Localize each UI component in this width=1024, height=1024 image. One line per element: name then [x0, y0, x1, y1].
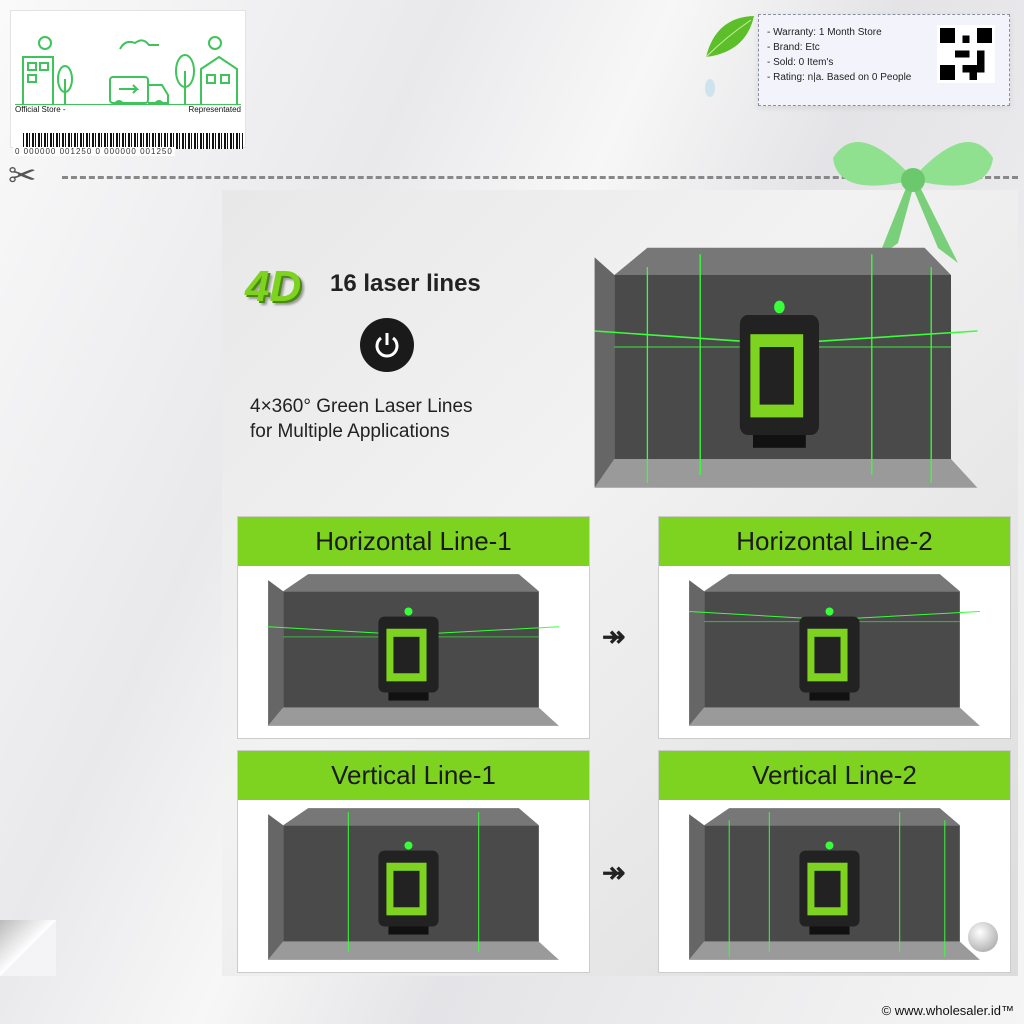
cut-line-divider	[62, 176, 1018, 179]
hero-laser-room-image	[555, 235, 1017, 507]
page-curl-corner	[0, 920, 56, 976]
official-store-badge: Official Store - Representated 0 000000 …	[10, 10, 246, 156]
qr-code	[937, 25, 995, 83]
subtitle-line-1: 4×360° Green Laser Lines	[250, 396, 473, 417]
4d-logo: 4D	[245, 262, 302, 311]
mode-image	[238, 566, 589, 738]
brand-text: - Brand: Etc	[767, 42, 820, 53]
warranty-text: - Warranty: 1 Month Store	[767, 27, 882, 38]
mode-title: Vertical Line-2	[659, 751, 1010, 800]
rating-text: - Rating: n|a. Based on 0 People	[767, 72, 912, 83]
laser-room-illustration	[594, 247, 978, 488]
city-delivery-illustration	[15, 36, 241, 105]
laser-room-illustration	[689, 808, 980, 960]
mode-title: Vertical Line-1	[238, 751, 589, 800]
mode-card-vertical-2: Vertical Line-2	[658, 750, 1011, 973]
mode-card-horizontal-2: Horizontal Line-2	[658, 516, 1011, 739]
represented-label: Representated	[188, 105, 241, 114]
mode-title: Horizontal Line-1	[238, 517, 589, 566]
subtitle-line-2: for Multiple Applications	[250, 421, 450, 442]
laser-room-illustration	[268, 808, 559, 960]
mode-card-vertical-1: Vertical Line-1	[237, 750, 590, 973]
scissors-icon: ✂	[8, 157, 37, 195]
barcode-number: 0 000000 001250 0 000000 001250	[13, 147, 175, 156]
double-arrow-icon: ↠	[602, 621, 626, 652]
product-info-box: - Warranty: 1 Month Store - Brand: Etc -…	[758, 14, 1010, 106]
double-arrow-icon: ↠	[602, 857, 626, 888]
product-subtitle: 4×360° Green Laser Lines for Multiple Ap…	[250, 394, 473, 444]
mode-image	[659, 566, 1010, 738]
product-headline: 16 laser lines	[330, 270, 481, 297]
metal-button-icon	[968, 922, 998, 952]
mode-image	[238, 800, 589, 972]
laser-room-illustration	[268, 574, 559, 726]
gift-bow-icon	[833, 142, 993, 263]
mode-card-horizontal-1: Horizontal Line-1	[237, 516, 590, 739]
official-store-label: Official Store -	[15, 105, 66, 114]
power-icon	[360, 318, 414, 372]
mode-image	[659, 800, 1010, 972]
mode-title: Horizontal Line-2	[659, 517, 1010, 566]
sold-text: - Sold: 0 Item's	[767, 57, 834, 68]
barcode	[23, 133, 243, 149]
copyright-footer: © www.wholesaler.id™	[881, 1003, 1014, 1018]
laser-room-illustration	[689, 574, 980, 726]
leaf-droplet-icon	[705, 16, 754, 97]
